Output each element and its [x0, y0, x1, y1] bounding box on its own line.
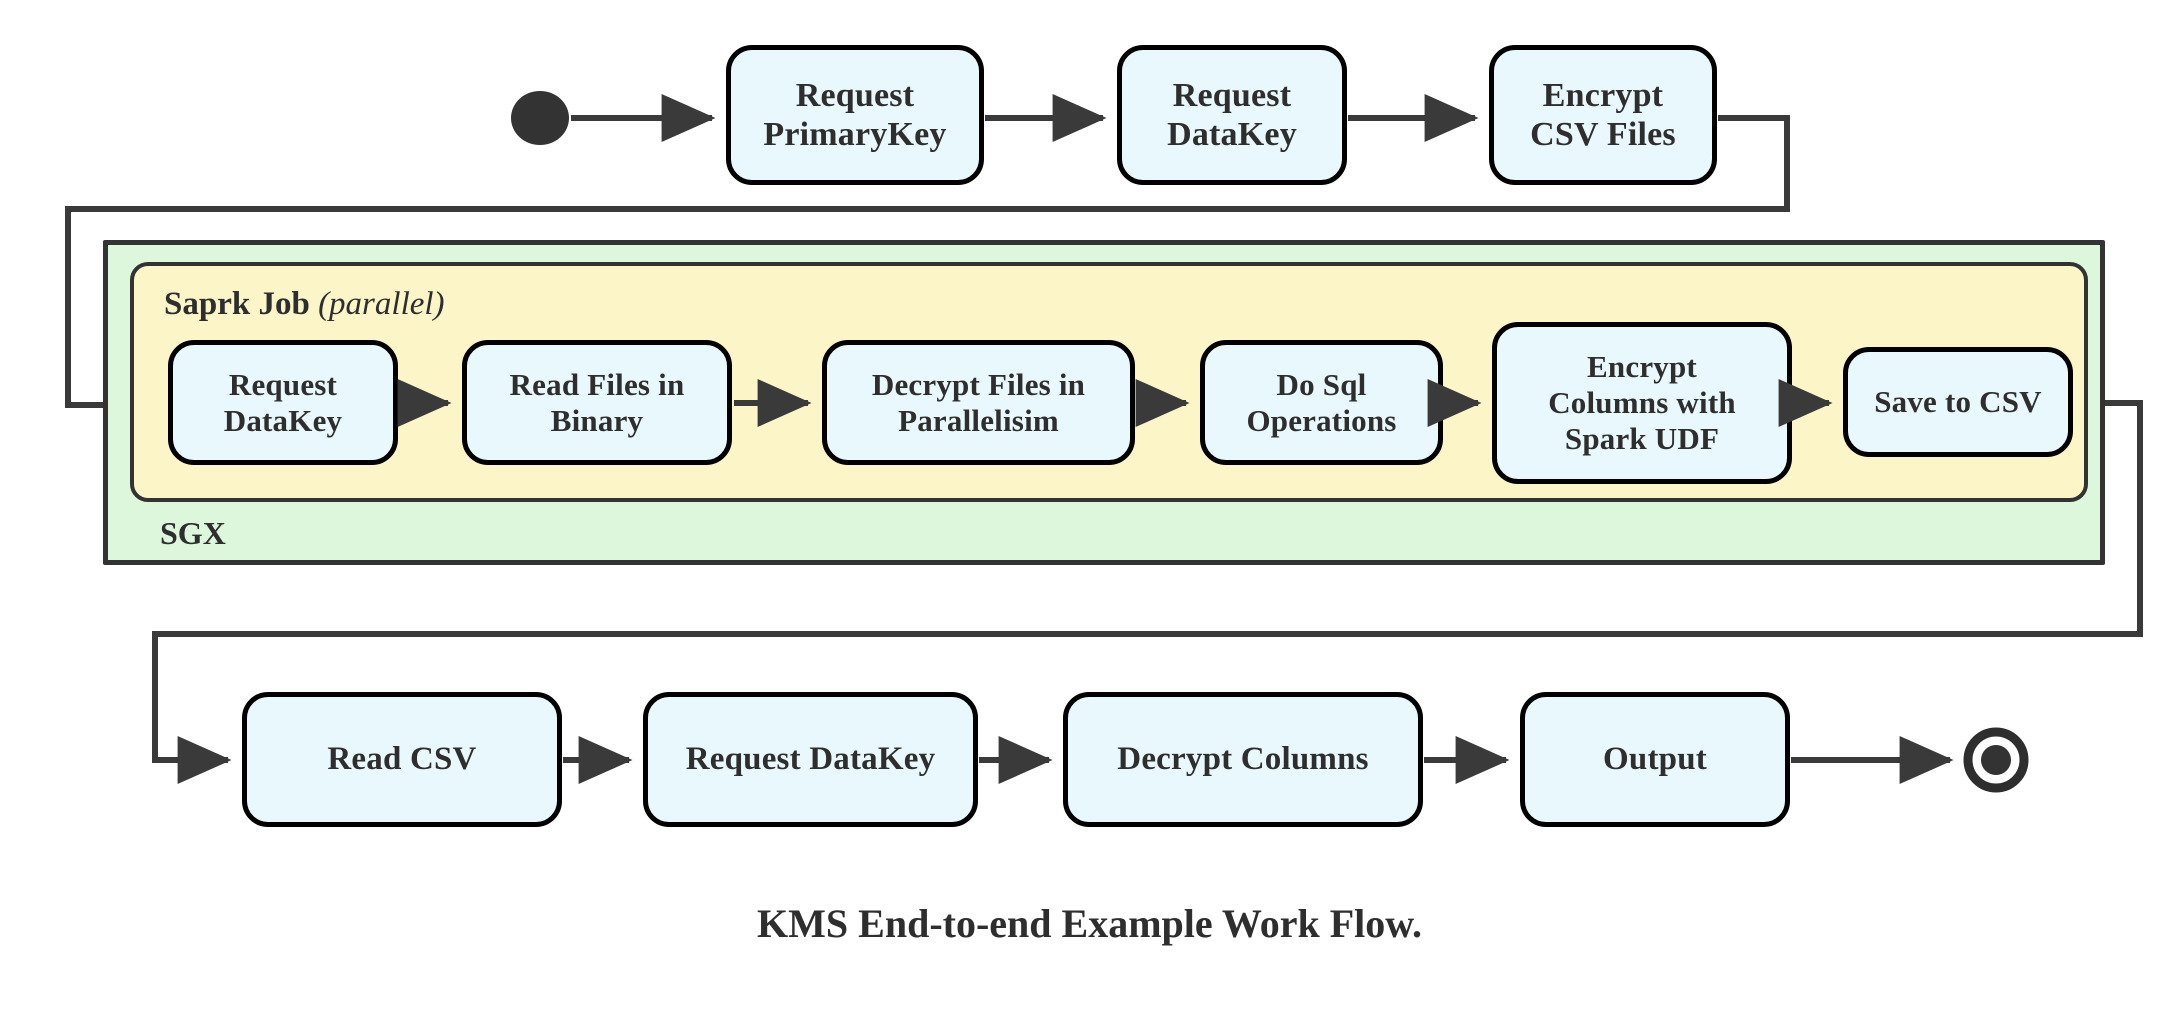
- node-encrypt-csv-files-label: Encrypt CSV Files: [1530, 76, 1676, 153]
- connector-encrypt-csv-to-spark: [65, 115, 1790, 429]
- end-node: [1963, 727, 2029, 793]
- node-read-csv-label: Read CSV: [327, 741, 477, 778]
- node-save-to-csv-label: Save to CSV: [1874, 384, 2042, 420]
- node-request-datakey-spark-label: Request DataKey: [223, 366, 343, 438]
- node-decrypt-files-parallel-label: Decrypt Files in Parallelisim: [871, 366, 1086, 438]
- connector-save-csv-to-read-csv: [152, 400, 2143, 784]
- container-spark-job-title-text: Saprk Job: [164, 286, 310, 322]
- node-request-datakey-spark[interactable]: Request DataKey: [168, 340, 398, 465]
- container-sgx-title: SGX: [160, 515, 226, 552]
- node-encrypt-columns-udf-label: Encrypt Columns with Spark UDF: [1548, 349, 1736, 456]
- node-output[interactable]: Output: [1520, 692, 1790, 827]
- node-request-datakey-out[interactable]: Request DataKey: [643, 692, 978, 827]
- container-sgx-title-text: SGX: [160, 515, 226, 551]
- node-request-primarykey-label: Request PrimaryKey: [763, 76, 947, 153]
- diagram-caption-text: KMS End-to-end Example Work Flow.: [757, 901, 1422, 946]
- node-request-datakey-out-label: Request DataKey: [685, 741, 936, 778]
- container-spark-job-title-modifier: (parallel): [318, 286, 445, 322]
- node-do-sql-operations-label: Do Sql Operations: [1246, 366, 1397, 438]
- node-request-datakey-top-label: Request DataKey: [1167, 76, 1297, 153]
- node-output-label: Output: [1603, 741, 1707, 778]
- node-decrypt-files-parallel[interactable]: Decrypt Files in Parallelisim: [822, 340, 1135, 465]
- container-spark-job-title: Saprk Job (parallel): [164, 286, 445, 323]
- node-read-files-in-binary[interactable]: Read Files in Binary: [462, 340, 732, 465]
- node-decrypt-columns[interactable]: Decrypt Columns: [1063, 692, 1423, 827]
- node-decrypt-columns-label: Decrypt Columns: [1117, 741, 1369, 778]
- node-encrypt-columns-udf[interactable]: Encrypt Columns with Spark UDF: [1492, 322, 1792, 484]
- node-read-files-in-binary-label: Read Files in Binary: [509, 366, 685, 438]
- node-encrypt-csv-files[interactable]: Encrypt CSV Files: [1489, 45, 1717, 185]
- node-request-datakey-top[interactable]: Request DataKey: [1117, 45, 1347, 185]
- node-save-to-csv[interactable]: Save to CSV: [1843, 347, 2073, 457]
- start-node: [511, 91, 569, 145]
- node-request-primarykey[interactable]: Request PrimaryKey: [726, 45, 984, 185]
- node-read-csv[interactable]: Read CSV: [242, 692, 562, 827]
- diagram-caption: KMS End-to-end Example Work Flow.: [0, 900, 2179, 947]
